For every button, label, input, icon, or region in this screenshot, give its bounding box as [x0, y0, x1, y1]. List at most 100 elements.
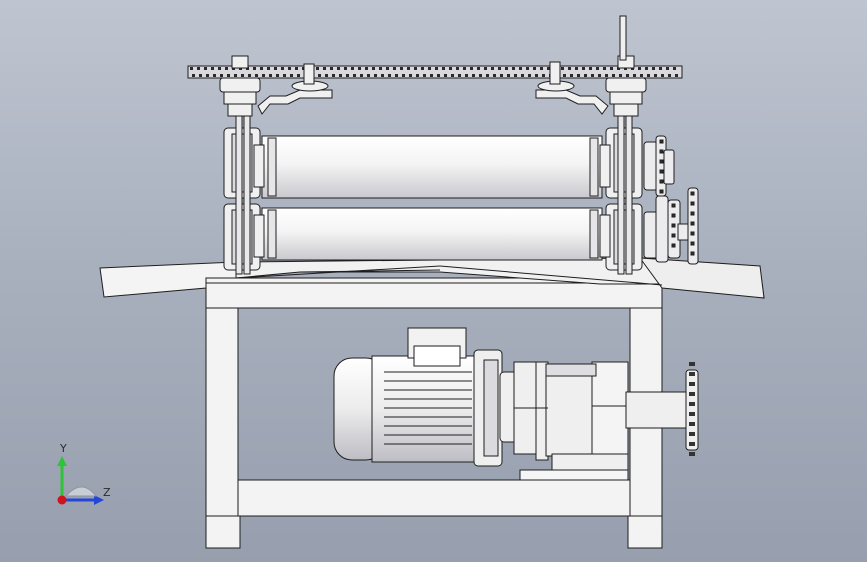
chain-link [395, 74, 398, 77]
chain-link [288, 67, 291, 70]
chain-link [428, 67, 431, 70]
chain-link [430, 74, 433, 77]
y-axis-label: Y [60, 442, 67, 455]
chain-link [346, 74, 349, 77]
chain-link [591, 74, 594, 77]
chain-link [248, 74, 251, 77]
chain-link [673, 67, 676, 70]
chain-link [603, 67, 606, 70]
frame-left-leg [205, 307, 239, 549]
chain-link [465, 74, 468, 77]
chain-link [225, 67, 228, 70]
frame-bottom-beam [237, 479, 631, 517]
chain-link [388, 74, 391, 77]
chain-link [241, 74, 244, 77]
chain-link [323, 67, 326, 70]
chain-link [393, 67, 396, 70]
chain-link [353, 74, 356, 77]
lower-roller [261, 207, 603, 261]
chain-link [442, 67, 445, 70]
chain-link [220, 74, 223, 77]
chain-link [400, 67, 403, 70]
chain-link [409, 74, 412, 77]
sprocket-teeth [659, 139, 695, 256]
chain-link [372, 67, 375, 70]
chain-link [402, 74, 405, 77]
chain-link [645, 67, 648, 70]
chain-link [561, 67, 564, 70]
chain-link [647, 74, 650, 77]
chain-link [421, 67, 424, 70]
chain-link [332, 74, 335, 77]
chain-link [519, 67, 522, 70]
chain-link [435, 67, 438, 70]
chain-link [274, 67, 277, 70]
chain-link [451, 74, 454, 77]
chain-link [281, 67, 284, 70]
chain-link [491, 67, 494, 70]
chain-link [339, 74, 342, 77]
chain-link [638, 67, 641, 70]
frame-base-right [627, 515, 663, 549]
triad-plane [64, 486, 98, 497]
chain-link [528, 74, 531, 77]
chain-link [211, 67, 214, 70]
chain-link [570, 74, 573, 77]
chain-link [619, 74, 622, 77]
chain-link [500, 74, 503, 77]
chain-link [407, 67, 410, 70]
chain-link [486, 74, 489, 77]
chain-link [381, 74, 384, 77]
chain-link [197, 67, 200, 70]
chain-link [290, 74, 293, 77]
chain-link [633, 74, 636, 77]
chain-link [276, 74, 279, 77]
chain-link [192, 74, 195, 77]
chain-link [269, 74, 272, 77]
tray-right-wing [638, 257, 765, 299]
chain-link [295, 67, 298, 70]
y-axis-arrowhead [57, 456, 67, 466]
coordinate-triad [57, 456, 104, 505]
chain-link [477, 67, 480, 70]
chain-link [521, 74, 524, 77]
chain-link [367, 74, 370, 77]
chain-link [253, 67, 256, 70]
chain-link [472, 74, 475, 77]
chain-link [463, 67, 466, 70]
chain-link [318, 74, 321, 77]
z-axis-arrowhead [94, 495, 104, 505]
chain-link [540, 67, 543, 70]
output-sprocket [625, 362, 699, 456]
chain-link [626, 74, 629, 77]
chain-link [456, 67, 459, 70]
left-bearing-stack [223, 111, 265, 275]
chain-link [479, 74, 482, 77]
chain-link [325, 74, 328, 77]
chain-link [190, 67, 193, 70]
z-axis-label: Z [103, 486, 111, 499]
gear-reducer [499, 361, 629, 481]
chain-link [414, 67, 417, 70]
chain-link [330, 67, 333, 70]
chain-link [213, 74, 216, 77]
chain-link [316, 67, 319, 70]
chain-link [267, 67, 270, 70]
chain-link [568, 67, 571, 70]
chain-link [675, 74, 678, 77]
chain-link [360, 74, 363, 77]
chain-link [470, 67, 473, 70]
chain-link [416, 74, 419, 77]
chain-link [661, 74, 664, 77]
chain-link [379, 67, 382, 70]
chain-link [260, 67, 263, 70]
chain-link [283, 74, 286, 77]
chain-drive [187, 15, 683, 117]
chain-link [612, 74, 615, 77]
right-tensioner [535, 15, 647, 117]
chain-link [458, 74, 461, 77]
chain-link [610, 67, 613, 70]
chain-link [605, 74, 608, 77]
